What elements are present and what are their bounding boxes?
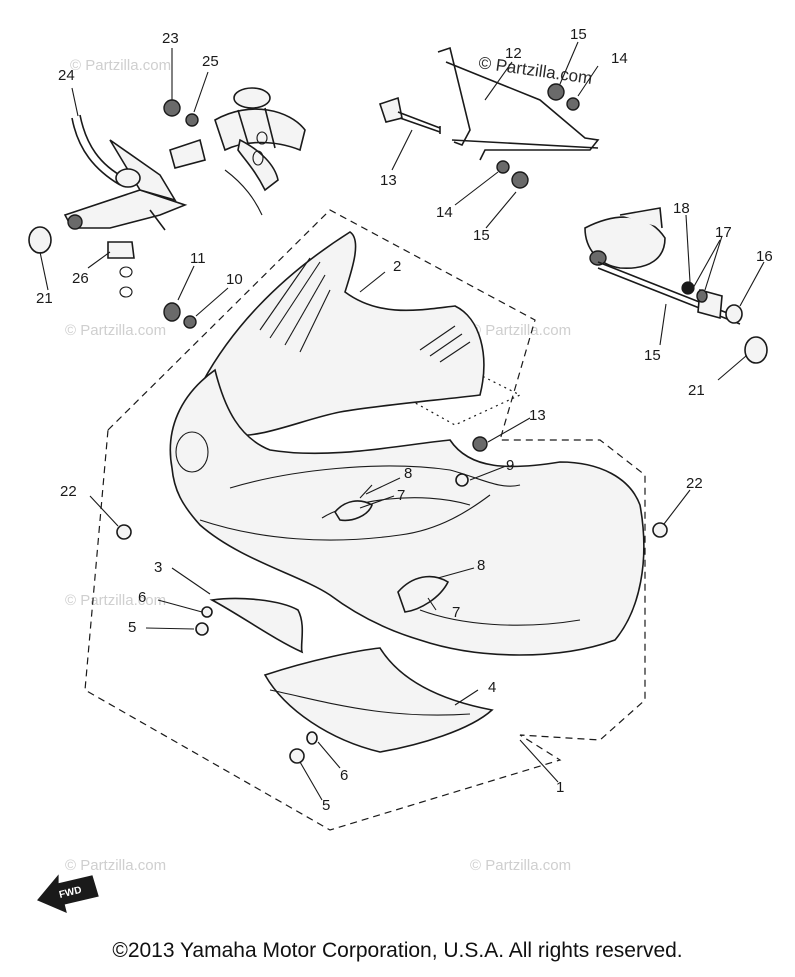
screw-5-lower (289, 748, 305, 764)
inner-panel-left (334, 500, 373, 522)
grommet-22-right (652, 522, 668, 538)
callout-7-upper: 7 (397, 487, 405, 504)
watermark-primary: © Partzilla.com (477, 53, 593, 88)
callout-22-right: 22 (686, 475, 703, 492)
callout-17: 15 (644, 347, 661, 364)
watermark: © Partzilla.com (470, 322, 571, 339)
callout-25: 25 (202, 53, 219, 70)
leader-lines (39, 41, 765, 801)
fwd-label: FWD (58, 885, 83, 901)
frame-head-pipe (214, 87, 306, 216)
callout-14-mid: 14 (436, 204, 453, 221)
nut-15-top (547, 83, 565, 101)
nut-24 (163, 99, 181, 117)
upper-fairing (169, 368, 645, 656)
mount-assembly-right (584, 207, 768, 364)
nut-11 (163, 302, 181, 322)
inner-panel-right (397, 575, 450, 613)
callout-12: 12 (505, 45, 522, 62)
callout-19: 17 (715, 224, 732, 241)
windscreen (183, 231, 485, 437)
collar-6-upper (201, 606, 213, 618)
callout-15-top: 15 (570, 26, 587, 43)
bracket-12 (437, 46, 600, 161)
collar-6-lower (306, 731, 318, 745)
watermark: © Partzilla.com (470, 857, 571, 874)
callout-8-lower: 8 (477, 557, 485, 574)
washer-14-top (566, 97, 580, 111)
bolt-26 (119, 266, 133, 278)
bolt-8-upper (359, 484, 373, 499)
callout-23: 24 (58, 67, 75, 84)
callout-22-left: 22 (60, 483, 77, 500)
callout-8-upper: 8 (404, 465, 412, 482)
callout-26: 26 (72, 270, 89, 287)
fwd-arrow: FWD (37, 874, 99, 914)
callout-labels: 23 25 24 21 26 11 10 2 12 15 14 13 14 15… (36, 26, 773, 814)
clamp-26 (107, 241, 135, 259)
callout-20: 18 (673, 200, 690, 217)
grommet-22-left (116, 524, 132, 540)
callout-13: 13 (529, 407, 546, 424)
side-panel (209, 597, 304, 654)
bolt-16 (378, 96, 441, 134)
callout-9: 9 (506, 457, 514, 474)
watermark: © Partzilla.com (65, 322, 166, 339)
damper-21-left (28, 226, 52, 254)
bolt-26b (119, 286, 133, 298)
stay-assembly (63, 114, 206, 231)
callout-4: 4 (488, 679, 496, 696)
callout-15-mid: 15 (473, 227, 490, 244)
grommet-13 (472, 436, 488, 452)
watermark: © Partzilla.com (70, 57, 171, 74)
washer-25 (185, 113, 199, 127)
lower-cowl (263, 647, 494, 753)
nut-15-mid (511, 171, 529, 189)
screw-9 (455, 473, 469, 487)
callout-10: 10 (226, 271, 243, 288)
washer-10 (183, 315, 197, 329)
copyright-notice: ©2013 Yamaha Motor Corporation, U.S.A. A… (112, 939, 683, 962)
callout-16: 13 (380, 172, 397, 189)
callout-6-upper: 6 (138, 589, 146, 606)
assembly-boundary (84, 209, 646, 831)
callout-1: 1 (556, 779, 564, 796)
watermark: © Partzilla.com (65, 857, 166, 874)
watermark: © Partzilla.com (65, 592, 166, 609)
parts-diagram: © Partzilla.com © Partzilla.com © Partzi… (28, 26, 773, 914)
callout-14-top: 14 (611, 50, 628, 67)
callout-5-upper: 5 (128, 619, 136, 636)
callout-11: 11 (190, 250, 206, 267)
callout-3: 3 (154, 559, 162, 576)
washer-14-mid (496, 160, 510, 174)
screw-5-upper (195, 622, 209, 636)
callout-5-lower: 5 (322, 797, 330, 814)
callout-24: 23 (162, 30, 179, 47)
callout-2: 2 (393, 258, 401, 275)
callout-7-lower: 7 (452, 604, 460, 621)
callout-18: 16 (756, 248, 773, 265)
callout-21-right: 21 (688, 382, 705, 399)
callout-6-lower: 6 (340, 767, 348, 784)
callout-21-left: 21 (36, 290, 53, 307)
